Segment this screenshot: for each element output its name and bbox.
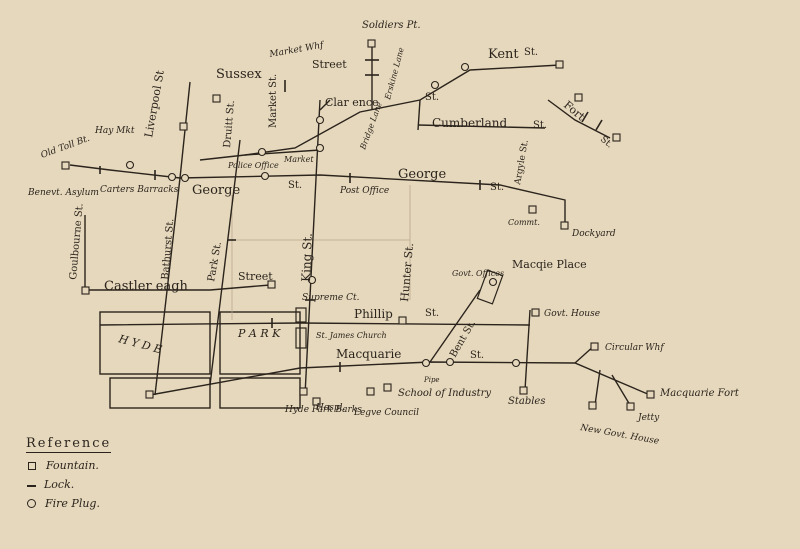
label-macq-place: Macqie Place — [512, 258, 587, 271]
label-old-toll-bt: Old Toll Bt. — [40, 134, 92, 161]
fire-plug-markers — [125, 62, 521, 368]
lock-dash-icon — [26, 480, 36, 490]
label-market-st: Market St. — [268, 74, 279, 128]
label-sussex: Sussex — [216, 67, 262, 82]
hyde-park-outline — [99, 311, 211, 375]
label-stables: Stables — [508, 396, 545, 407]
george-st-line — [69, 164, 566, 225]
jetty-line — [611, 374, 631, 406]
label-clarence: Clar ence — [325, 96, 379, 109]
label-legve-council: Legve Council — [353, 408, 419, 418]
label-dockyard: Dockyard — [571, 229, 616, 239]
label-goulbourne-st: Goulbourne St. — [68, 203, 86, 281]
label-hyde-park-barks: Hyde Park Barks — [284, 405, 362, 415]
legend-item-lock: Lock. — [26, 478, 206, 491]
label-school-industry: School of Industry — [398, 388, 491, 399]
legend-item-fire-plug: Fire Plug. — [26, 497, 206, 510]
label-hyde: H Y D E — [116, 332, 163, 356]
fire-plug-circle-icon — [27, 499, 36, 508]
fountain-square-icon — [28, 461, 36, 470]
label-new-gov-house: New Govt. House — [578, 423, 659, 447]
bent-st-line — [429, 289, 481, 363]
druitt-line — [199, 149, 321, 161]
label-king-st: King St. — [299, 233, 315, 282]
fort-st-line — [547, 99, 611, 139]
label-govt-offices: Govt. Offices — [452, 269, 504, 278]
label-circular-whf: Circular Whf — [605, 343, 665, 353]
label-macquarie-fort: Macquarie Fort — [659, 388, 740, 399]
faint-streets — [231, 185, 411, 320]
label-police-office: Police Office — [227, 161, 279, 170]
label-liverpool-st: Liverpool St — [142, 69, 167, 139]
label-park: P A R K — [237, 327, 281, 340]
label-castlereagh: Castler eagh — [104, 279, 189, 294]
gov-house-line — [524, 309, 531, 391]
legend-label: Fire Plug. — [45, 497, 100, 510]
label-cumberland-st: St. — [533, 120, 547, 131]
bathurst-line — [154, 177, 181, 396]
lock-markers — [99, 59, 603, 372]
erskine-link — [417, 99, 421, 131]
label-macquarie-st: St. — [470, 350, 484, 361]
label-soldiers-pt: Soldiers Pt. — [362, 20, 421, 31]
label-post-office: Post Office — [339, 186, 389, 196]
label-macquarie: Macquarie — [336, 347, 401, 361]
legend-label: Lock. — [44, 478, 75, 491]
label-carters-barracks: Carters Barracks — [100, 185, 179, 195]
label-st-james: St. James Church — [316, 331, 387, 340]
label-cumberland: Cumberland — [432, 116, 508, 130]
label-park-st: Park St. — [206, 241, 224, 283]
label-george-east: George — [398, 167, 446, 182]
label-fort-st: St. — [598, 135, 614, 151]
label-jetty: Jetty — [636, 413, 660, 423]
clarence-link — [319, 99, 331, 111]
legend-label: Fountain. — [46, 459, 99, 472]
network-lines — [61, 39, 655, 411]
label-hay-mt: Hay Mkt — [94, 126, 135, 136]
label-street-mid: Street — [238, 270, 273, 283]
label-druitt-st: Druitt St. — [222, 100, 237, 148]
kent-st-line — [244, 64, 561, 156]
legend-title: Reference — [26, 436, 112, 453]
label-pipe: Pipe — [423, 376, 440, 384]
phillip-line — [99, 322, 531, 326]
legend-item-fountain: Fountain. — [26, 459, 206, 472]
label-clarence-st: St. — [425, 92, 439, 103]
label-comm: Commt. — [508, 218, 540, 227]
park-st-line — [209, 139, 241, 386]
hospital-block — [219, 377, 301, 409]
label-bathurst-st: Bathurst St. — [160, 218, 176, 280]
label-george-west: George — [192, 183, 240, 198]
fountain-markers — [61, 39, 655, 411]
macq-place-block — [295, 269, 504, 349]
label-phillip-st: St. — [425, 308, 439, 319]
label-street-top: Street — [312, 58, 347, 71]
label-gov-house: Govt. House — [544, 309, 600, 319]
label-kent: Kent — [488, 47, 519, 62]
label-george-st-east: St. — [490, 182, 504, 193]
label-market-small: Market — [283, 155, 314, 164]
label-kent-st: St. — [524, 47, 538, 58]
cumberland-line — [417, 124, 546, 129]
street-mid-line — [209, 284, 271, 291]
label-hunter-st: Hunter St. — [398, 242, 416, 302]
barracks-block — [109, 377, 211, 409]
legend: Reference Fountain. Lock. Fire Plug. — [26, 434, 206, 514]
label-hospl: Hospl. — [315, 403, 346, 413]
label-george-st-west: St. — [288, 180, 302, 191]
label-erskine-lane: Erskine Lane — [383, 46, 406, 101]
new-gov-line — [594, 369, 601, 406]
label-benev-asylum: Benevt. Asylum — [27, 188, 99, 198]
label-phillip: Phillip — [354, 307, 393, 321]
label-supreme-ct: Supreme Ct. — [302, 293, 360, 303]
park-outline — [219, 311, 301, 375]
map-labels: Soldiers Pt. Kent St. Sussex Market Whf … — [27, 20, 740, 447]
label-argyle-st: Argyle St. — [513, 139, 531, 187]
